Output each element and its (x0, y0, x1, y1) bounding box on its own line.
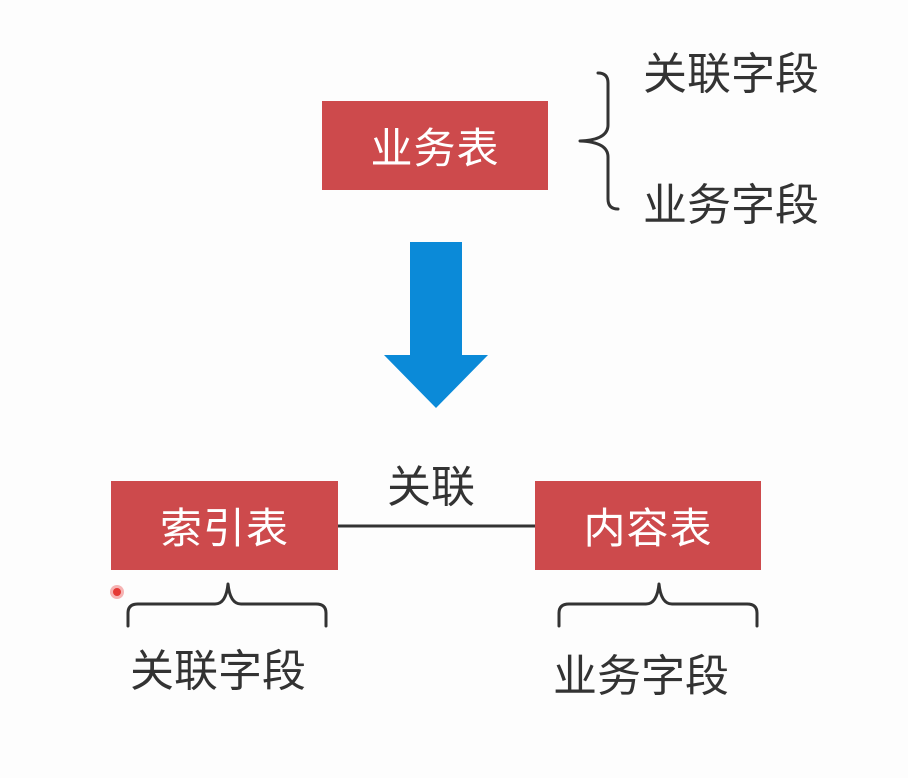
content-table-box: 内容表 (535, 481, 761, 570)
index-table-box: 索引表 (111, 481, 338, 570)
index-field-label: 关联字段 (130, 646, 306, 697)
business-table-label: 业务表 (370, 124, 500, 173)
cursor-dot-icon (110, 585, 124, 599)
business-table-box: 业务表 (322, 101, 548, 190)
down-arrow-icon (384, 242, 488, 408)
top-field-business: 业务字段 (643, 180, 819, 231)
up-brace-icon-left (126, 582, 328, 628)
index-table-label: 索引表 (159, 504, 289, 553)
content-table-label: 内容表 (583, 504, 713, 553)
relation-label: 关联 (387, 462, 475, 513)
up-brace-icon-right (557, 582, 759, 628)
top-field-related: 关联字段 (643, 49, 819, 100)
content-field-label: 业务字段 (553, 651, 729, 702)
right-brace-icon (578, 71, 620, 211)
